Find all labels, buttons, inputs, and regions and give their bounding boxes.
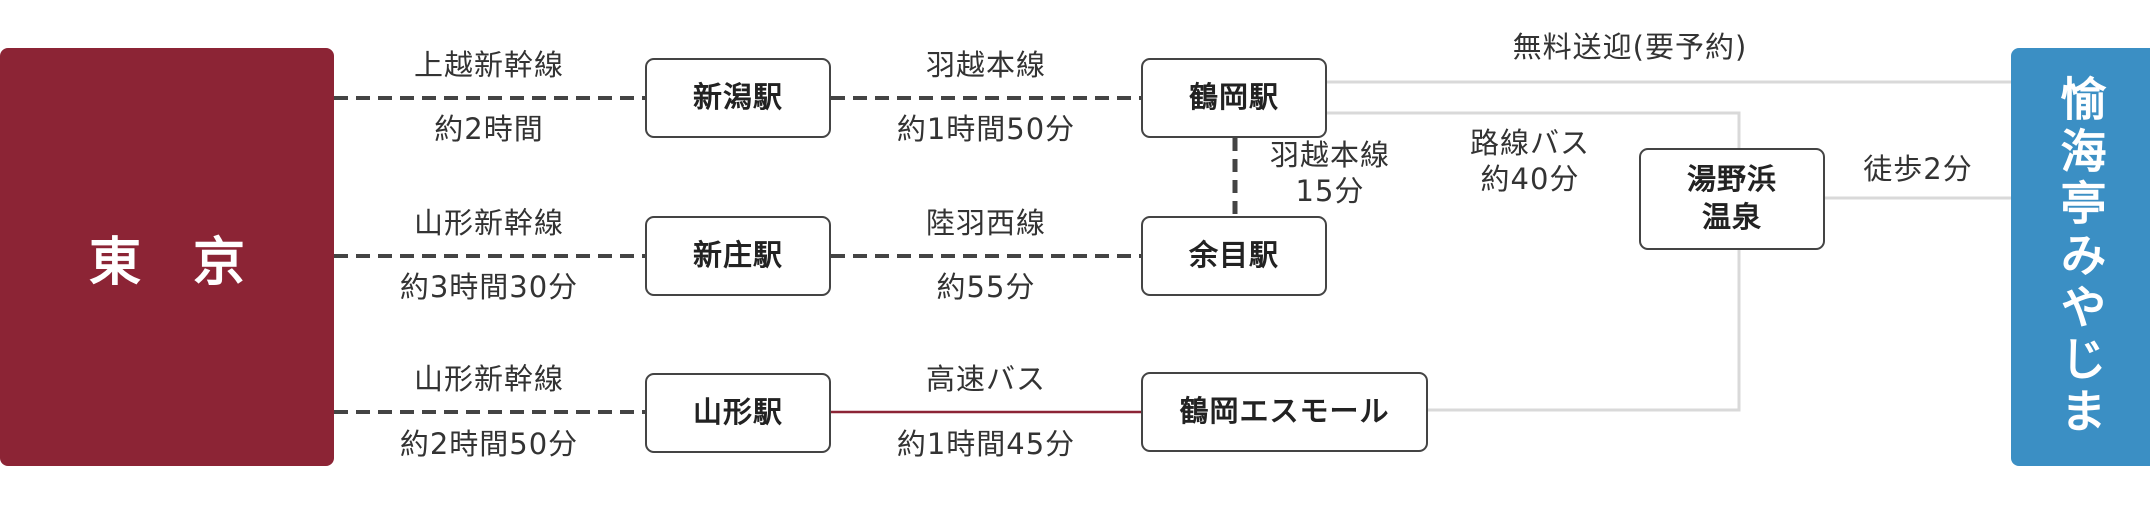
label-free-shuttle: 無料送迎(要予約) <box>1512 30 1748 64</box>
label-yamagata-shinjo-line: 山形新幹線 <box>413 206 565 240</box>
label-route-bus-time: 約40分 <box>1480 162 1580 196</box>
label-walk: 徒歩2分 <box>1863 152 1973 186</box>
label-highway-bus-line: 高速バス <box>925 362 1047 396</box>
node-amarume-station: 余目駅 <box>1141 216 1327 296</box>
node-tokyo-label: 東京 <box>88 232 297 293</box>
label-yamagata-shinjo-time: 約3時間30分 <box>399 270 579 304</box>
node-ryokan-label: 愉海亭みやじま <box>2053 75 2108 439</box>
node-tokyo: 東京 <box>0 48 334 466</box>
node-tsuruoka-s-mall: 鶴岡エスモール <box>1141 372 1428 452</box>
label-uetsu-branch-line: 羽越本線 <box>1269 138 1391 172</box>
label-highway-bus-time: 約1時間45分 <box>896 427 1076 461</box>
label-rikuu-west-time: 約55分 <box>936 270 1036 304</box>
node-yunohama-onsen: 湯野浜 温泉 <box>1639 148 1825 250</box>
label-uetsu-main-line: 羽越本線 <box>925 48 1047 82</box>
node-tsuruoka-station: 鶴岡駅 <box>1141 58 1327 138</box>
label-joetsu-line: 上越新幹線 <box>413 48 565 82</box>
label-uetsu-branch-time: 15分 <box>1295 174 1365 208</box>
label-route-bus-line: 路線バス <box>1469 126 1591 160</box>
connector-tsuruoka-yunohama <box>1327 111 1741 148</box>
label-uetsu-main-time: 約1時間50分 <box>896 112 1076 146</box>
node-shinjo-station: 新庄駅 <box>645 216 831 296</box>
label-yamagata-shinkansen-line: 山形新幹線 <box>413 362 565 396</box>
label-yamagata-shinkansen-time: 約2時間50分 <box>399 427 579 461</box>
node-niigata-station: 新潟駅 <box>645 58 831 138</box>
node-yamagata-station: 山形駅 <box>645 373 831 453</box>
connector-small-yunohama <box>1428 250 1741 412</box>
node-ryokan: 愉海亭みやじま <box>2011 48 2150 466</box>
label-joetsu-time: 約2時間 <box>434 112 544 146</box>
label-rikuu-west-line: 陸羽西線 <box>925 206 1047 240</box>
